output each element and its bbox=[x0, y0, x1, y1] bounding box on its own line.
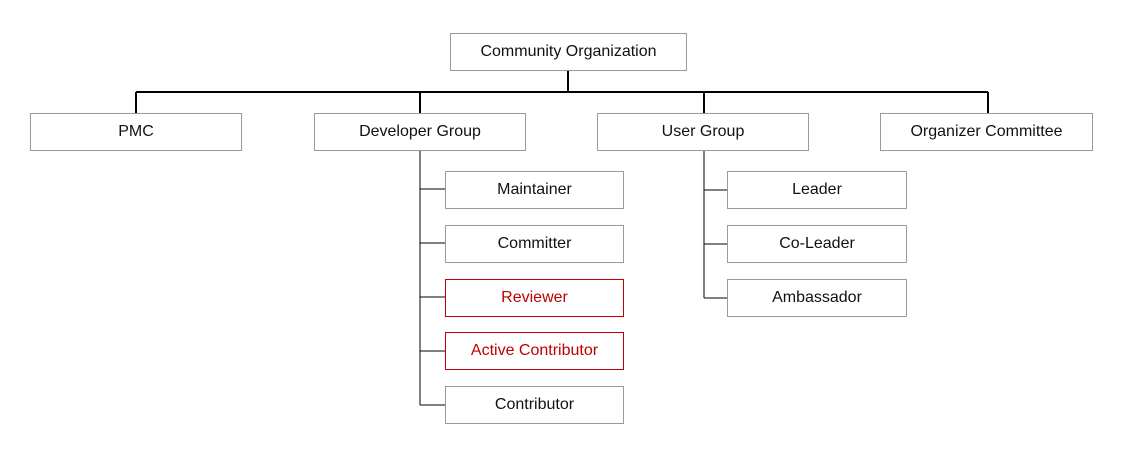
active-contributor-node: Active Contributor bbox=[445, 332, 624, 370]
leader-node: Leader bbox=[727, 171, 907, 209]
co-leader-node: Co-Leader bbox=[727, 225, 907, 263]
organizer-committee-node: Organizer Committee bbox=[880, 113, 1093, 151]
root-node: Community Organization bbox=[450, 33, 687, 71]
maintainer-node: Maintainer bbox=[445, 171, 624, 209]
pmc-node: PMC bbox=[30, 113, 242, 151]
developer-group-node: Developer Group bbox=[314, 113, 526, 151]
ambassador-node: Ambassador bbox=[727, 279, 907, 317]
committer-node: Committer bbox=[445, 225, 624, 263]
reviewer-node: Reviewer bbox=[445, 279, 624, 317]
user-group-node: User Group bbox=[597, 113, 809, 151]
contributor-node: Contributor bbox=[445, 386, 624, 424]
